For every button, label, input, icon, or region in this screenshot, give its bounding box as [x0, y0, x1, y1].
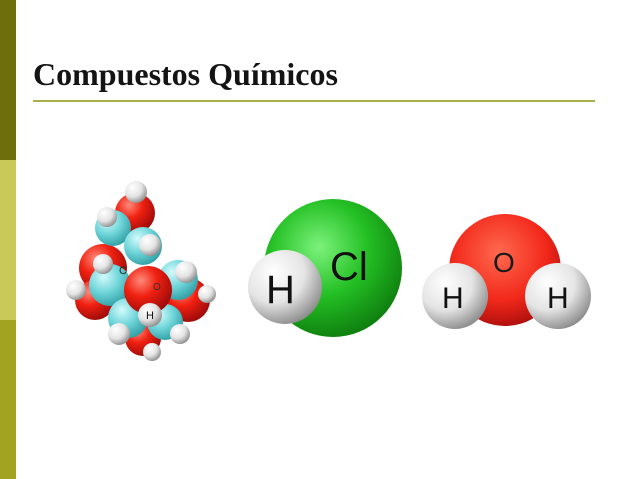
water-hydrogen-atom	[525, 263, 591, 329]
water-hydrogen-left-label: H	[442, 282, 464, 315]
glucose-hydrogen-label: H	[146, 310, 154, 322]
title-underline	[33, 100, 595, 102]
water-hydrogen-atom	[422, 263, 488, 329]
water-hydrogen-right-label: H	[547, 282, 569, 315]
water-molecule: O H H	[422, 214, 591, 329]
glucose-carbon-label: C	[119, 265, 127, 277]
glucose-hydrogen-atom	[97, 207, 117, 227]
decor-bar-top	[0, 0, 16, 160]
glucose-hydrogen-atom	[138, 303, 162, 327]
glucose-hydrogen-atom	[108, 323, 130, 345]
hcl-hydrogen-label: H	[266, 268, 295, 312]
glucose-hydrogen-atom	[175, 261, 197, 283]
glucose-hydrogen-atom	[93, 254, 113, 274]
glucose-oxygen-atom	[124, 266, 172, 314]
glucose-carbon-atom	[89, 264, 131, 306]
glucose-hydrogen-atom	[125, 181, 147, 203]
glucose-molecule: C O H	[66, 181, 216, 361]
glucose-hydrogen-atom	[198, 285, 216, 303]
glucose-oxygen-label: O	[153, 282, 161, 293]
glucose-hydrogen-atom	[139, 234, 161, 256]
hcl-hydrogen-atom	[248, 250, 322, 324]
glucose-hydrogen-atom	[66, 280, 86, 300]
glucose-hydrogen-atom	[143, 343, 161, 361]
decor-bar-middle	[0, 160, 16, 320]
glucose-hydrogen-atom	[170, 324, 190, 344]
slide-title: Compuestos Químicos	[33, 56, 338, 92]
water-oxygen-label: O	[493, 247, 515, 278]
hcl-chlorine-label: Cl	[330, 245, 368, 289]
hcl-molecule: H Cl	[248, 199, 402, 337]
decor-bar-bottom	[0, 320, 16, 479]
